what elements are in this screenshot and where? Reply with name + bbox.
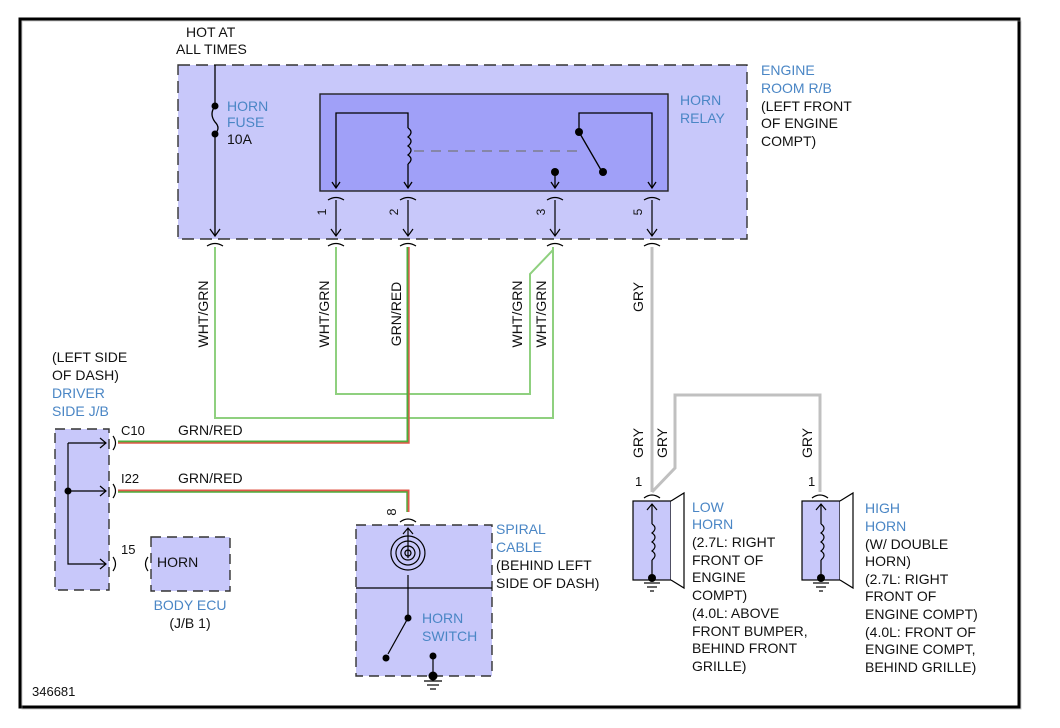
- jb-location-2: OF DASH): [52, 367, 119, 383]
- low-horn-location-line: FRONT OF: [692, 552, 763, 568]
- horn-fuse-label-2: FUSE: [227, 114, 264, 130]
- spiral-cable-pin-8: 8: [384, 508, 399, 515]
- spiral-cable-label-1: SPIRAL: [496, 521, 546, 537]
- wire-label-fuse-out: WHT/GRN: [195, 281, 211, 348]
- engine-room-rb-location-1: (LEFT FRONT: [761, 98, 852, 114]
- low-horn-location: (2.7L: RIGHT FRONT OF ENGINE COMPT) (4.0…: [692, 534, 808, 674]
- high-horn-label-1: HIGH: [865, 500, 900, 516]
- horn-switch-contact-icon: [404, 614, 412, 622]
- jb-pin-c10: C10: [121, 423, 145, 438]
- high-horn-location-line: (4.0L: FRONT OF: [865, 624, 976, 640]
- jb-location-1: (LEFT SIDE: [52, 349, 127, 365]
- high-horn-location-line: ENGINE COMPT): [865, 606, 978, 622]
- high-horn-bell-icon: [839, 491, 854, 590]
- relay-coil-circuit: [331, 112, 657, 190]
- body-ecu-label: BODY ECU: [154, 597, 227, 613]
- low-horn-label-2: HORN: [692, 516, 733, 532]
- high-horn-pin-1: 1: [808, 474, 815, 489]
- engine-room-rb-location-2: OF ENGINE: [761, 115, 838, 131]
- relay-pin-connectors: [206, 196, 661, 247]
- body-ecu-sub-label: (J/B 1): [169, 615, 210, 631]
- body-ecu: [150, 536, 231, 592]
- jb-pin-15: 15: [121, 542, 135, 557]
- high-horn-location-line: BEHIND GRILLE): [865, 659, 976, 675]
- high-horn-location-line: ENGINE COMPT,: [865, 641, 975, 657]
- engine-room-rb-label-1: ENGINE: [761, 62, 815, 78]
- grn-red-wire-c10: [118, 247, 410, 444]
- low-horn-location-line: ENGINE: [692, 569, 746, 585]
- hot-at-all-times-line2: ALL TIMES: [176, 41, 247, 57]
- low-horn-location-line: BEHIND FRONT: [692, 640, 797, 656]
- grn-red-wire-i22: [118, 489, 410, 512]
- high-horn-location: (W/ DOUBLE HORN) (2.7L: RIGHT FRONT OF E…: [865, 536, 978, 675]
- horn-fuse-rating: 10A: [227, 131, 253, 147]
- horn-switch-label-1: HORN: [422, 610, 463, 626]
- relay-pin-3: 3: [534, 208, 548, 215]
- spiral-cable-location-2: SIDE OF DASH): [496, 575, 599, 591]
- wht-grn-wires: [214, 247, 554, 419]
- ground-icon: [428, 671, 438, 681]
- relay-coil-icon: [406, 127, 412, 165]
- wire-label-relay-5: GRY: [630, 281, 646, 312]
- body-ecu-horn-terminal: HORN: [157, 554, 198, 570]
- wire-label-i22: GRN/RED: [178, 470, 243, 486]
- high-horn-location-line: (W/ DOUBLE: [865, 536, 948, 552]
- high-horn-label-2: HORN: [865, 518, 906, 534]
- horn-relay: [319, 93, 669, 192]
- wire-label-low-horn-b: GRY: [654, 427, 670, 458]
- spiral-cable-location-1: (BEHIND LEFT: [496, 557, 592, 573]
- wire-label-c10: GRN/RED: [178, 422, 243, 438]
- horn-relay-label-2: RELAY: [680, 110, 726, 126]
- wire-label-relay-3b: WHT/GRN: [533, 281, 549, 348]
- high-horn-location-line: HORN): [865, 553, 911, 569]
- jb-name-1: DRIVER: [52, 385, 105, 401]
- diagram-id: 346681: [32, 684, 75, 699]
- high-horn-location-line: (2.7L: RIGHT: [865, 571, 949, 587]
- relay-pin-2: 2: [387, 208, 401, 215]
- horn-switch-label-2: SWITCH: [422, 628, 477, 644]
- low-horn-location-line: GRILLE): [692, 658, 746, 674]
- low-horn-location-line: FRONT BUMPER,: [692, 623, 808, 639]
- high-horn-location-line: FRONT OF: [865, 588, 936, 604]
- wire-label-relay-2: GRN/RED: [388, 282, 404, 347]
- horn-relay-label-1: HORN: [680, 92, 721, 108]
- wire-label-high-horn: GRY: [799, 427, 815, 458]
- jb-name-2: SIDE J/B: [52, 403, 109, 419]
- spiral-cable-horn-switch-module: [355, 524, 493, 677]
- engine-room-rb-location-3: COMPT): [761, 133, 816, 149]
- gry-wires: [650, 247, 822, 494]
- low-horn-location-line: (4.0L: ABOVE: [692, 605, 779, 621]
- horn-fuse-label-1: HORN: [227, 98, 268, 114]
- engine-room-rb-label-2: ROOM R/B: [761, 80, 832, 96]
- wire-label-low-horn-a: GRY: [630, 427, 646, 458]
- low-horn-pin-1: 1: [635, 474, 642, 489]
- jb-pin-i22: I22: [121, 471, 139, 486]
- horn-fuse: [209, 65, 221, 238]
- wire-label-relay-3a: WHT/GRN: [509, 281, 525, 348]
- driver-side-junction-block: [54, 428, 110, 591]
- wire-label-relay-1: WHT/GRN: [316, 281, 332, 348]
- relay-pin-5: 5: [631, 208, 645, 215]
- relay-switch-contact-icon: [578, 131, 602, 171]
- fuse-icon: [211, 105, 219, 135]
- relay-pin-1: 1: [315, 208, 329, 215]
- low-horn-label-1: LOW: [692, 499, 725, 515]
- low-horn-bell-icon: [670, 491, 685, 590]
- jb-internal-circuit: [67, 435, 117, 572]
- spiral-cable-label-2: CABLE: [496, 539, 542, 555]
- low-horn-location-line: COMPT): [692, 587, 747, 603]
- low-horn-location-line: (2.7L: RIGHT: [692, 534, 776, 550]
- hot-at-all-times-line1: HOT AT: [186, 24, 236, 40]
